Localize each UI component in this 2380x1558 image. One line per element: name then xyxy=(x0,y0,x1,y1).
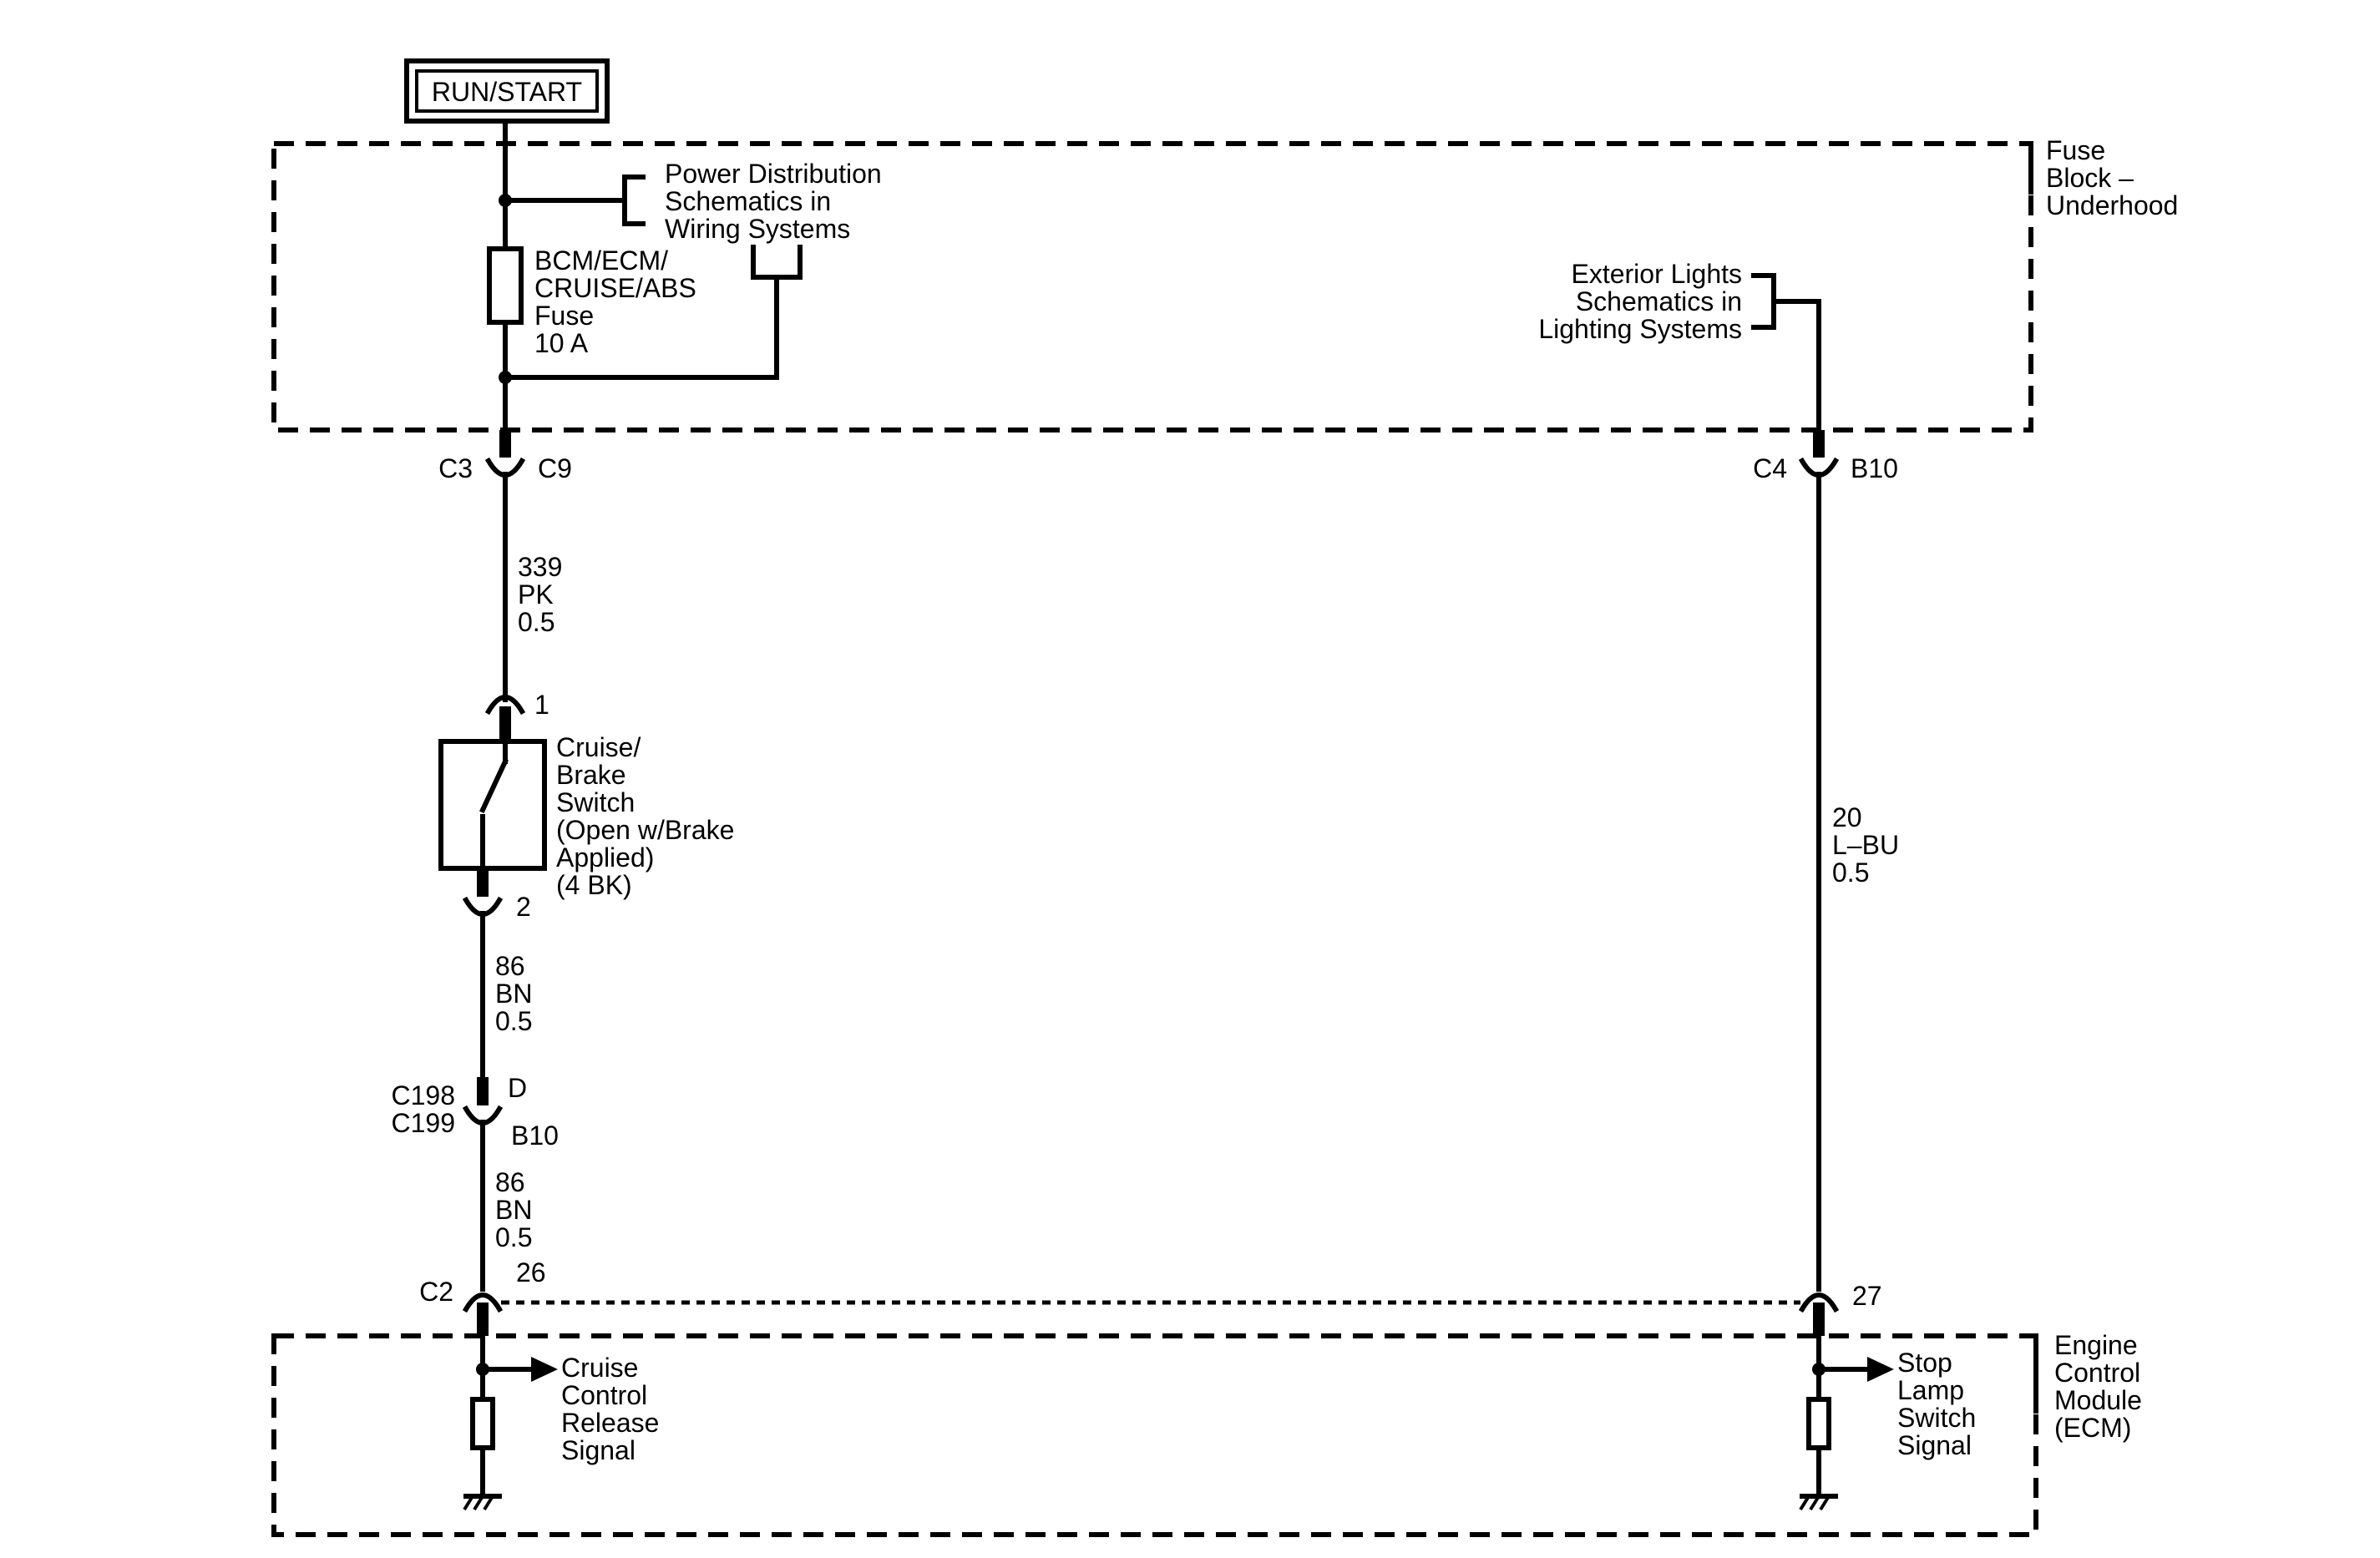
ecm-boundary xyxy=(271,1333,2038,1537)
switch-label-line-3: Switch xyxy=(556,787,635,817)
connector-c9-label: C9 xyxy=(538,453,572,483)
wire-86-upper: 86 BN 0.5 xyxy=(480,911,532,1080)
stop-signal-line-4: Signal xyxy=(1897,1430,1972,1460)
wire-86-lower: 86 BN 0.5 xyxy=(480,1120,532,1292)
power-ref-line-1: Power Distribution xyxy=(665,159,882,189)
switch-pin-2: 2 xyxy=(516,892,531,922)
ecm-title-line-1: Engine xyxy=(2054,1330,2138,1360)
fuse-block-boundary xyxy=(271,141,2033,432)
ecm-title: Engine Control Module (ECM) xyxy=(2033,1330,2142,1443)
switch-label-line-4: (Open w/Brake xyxy=(556,815,734,845)
cruise-signal-line-1: Cruise xyxy=(561,1353,638,1383)
ecm-stop-lamp-input: Stop Lamp Switch Signal xyxy=(1799,1333,1976,1511)
wire-20-circuit: 20 xyxy=(1832,802,1862,832)
fuse-block-title-line-1: Fuse xyxy=(2046,135,2105,165)
fuse-label-line-3: Fuse xyxy=(534,301,594,331)
fuse-circuit xyxy=(499,120,779,432)
connector-c198-c199: C198 C199 D B10 xyxy=(392,1073,559,1151)
ecm-title-line-2: Control xyxy=(2054,1358,2140,1388)
wire-339-gauge: 0.5 xyxy=(518,607,554,637)
ecm-title-line-4: (ECM) xyxy=(2054,1413,2131,1443)
connector-c198-label: C198 xyxy=(392,1080,456,1110)
wire-339-color: PK xyxy=(518,579,554,610)
fuse-label-line-4: 10 A xyxy=(534,328,589,358)
power-ref-line-3: Wiring Systems xyxy=(665,214,850,244)
stop-signal-line-1: Stop xyxy=(1897,1348,1952,1378)
switch-label-line-1: Cruise/ xyxy=(556,732,641,762)
ecm-pin-27: 27 xyxy=(1852,1281,1882,1311)
connector-c3-label: C3 xyxy=(438,453,473,483)
power-ref-line-2: Schematics in xyxy=(665,186,831,216)
fuse-block-title: Fuse Block – Underhood xyxy=(2028,135,2178,220)
connector-c199-label: C199 xyxy=(392,1108,456,1138)
fuse-label-line-2: CRUISE/ABS xyxy=(534,273,696,303)
wire-20-color: L–BU xyxy=(1832,830,1899,860)
fuse-label-line-1: BCM/ECM/ xyxy=(534,245,668,276)
ecm-connector-c2-label: C2 xyxy=(419,1277,453,1307)
wire-86-upper-circuit: 86 xyxy=(495,951,525,981)
lighting-ref-line-1: Exterior Lights xyxy=(1571,259,1742,289)
switch-pin-1: 1 xyxy=(534,690,549,720)
ecm-cruise-release-input: Cruise Control Release Signal xyxy=(463,1333,659,1511)
fuse-label: BCM/ECM/ CRUISE/ABS Fuse 10 A xyxy=(534,245,696,358)
wire-86-upper-gauge: 0.5 xyxy=(495,1006,532,1036)
stop-signal-line-3: Switch xyxy=(1897,1403,1976,1433)
wire-86-lower-color: BN xyxy=(495,1195,532,1225)
fuse-block-title-line-2: Block – xyxy=(2046,163,2134,193)
switch-label-line-2: Brake xyxy=(556,760,626,790)
connector-pin-b10: B10 xyxy=(511,1120,559,1151)
cruise-signal-line-3: Release xyxy=(561,1408,659,1438)
ecm-pin-26: 26 xyxy=(516,1257,546,1287)
stop-signal-line-2: Lamp xyxy=(1897,1375,1964,1405)
ecm-connector-c2: C2 26 27 xyxy=(419,1257,1882,1336)
wire-20: 20 L–BU 0.5 xyxy=(1816,472,1899,1292)
lighting-ref-line-2: Schematics in xyxy=(1576,286,1742,316)
cruise-signal-line-4: Signal xyxy=(561,1435,636,1465)
connector-b10-label: B10 xyxy=(1851,453,1898,483)
lighting-ref-line-3: Lighting Systems xyxy=(1538,314,1742,344)
switch-label-line-5: Applied) xyxy=(556,842,654,873)
fuse-block-title-line-3: Underhood xyxy=(2046,190,2178,220)
fuse-symbol xyxy=(487,246,524,325)
wire-86-lower-gauge: 0.5 xyxy=(495,1222,532,1252)
lighting-reference: Exterior Lights Schematics in Lighting S… xyxy=(1538,259,1821,432)
switch-label-line-6: (4 BK) xyxy=(556,870,632,900)
connector-c4-b10: C4 B10 xyxy=(1753,430,1898,483)
cruise-signal-line-2: Control xyxy=(561,1380,647,1410)
wire-20-gauge: 0.5 xyxy=(1832,857,1869,888)
wire-86-lower-circuit: 86 xyxy=(495,1167,525,1197)
cruise-brake-switch: 1 2 Cruise/ Brake Switch (Open w/Brake A… xyxy=(438,690,734,922)
wire-86-upper-color: BN xyxy=(495,979,532,1009)
connector-pin-d: D xyxy=(508,1073,527,1103)
run-start-power-source: RUN/START xyxy=(404,58,610,124)
run-start-label: RUN/START xyxy=(432,77,582,107)
wire-339: 339 PK 0.5 xyxy=(503,472,562,702)
connector-c4-label: C4 xyxy=(1753,453,1787,483)
wire-339-circuit: 339 xyxy=(518,552,562,582)
ecm-title-line-3: Module xyxy=(2054,1385,2142,1415)
power-distribution-reference: Power Distribution Schematics in Wiring … xyxy=(622,159,882,280)
